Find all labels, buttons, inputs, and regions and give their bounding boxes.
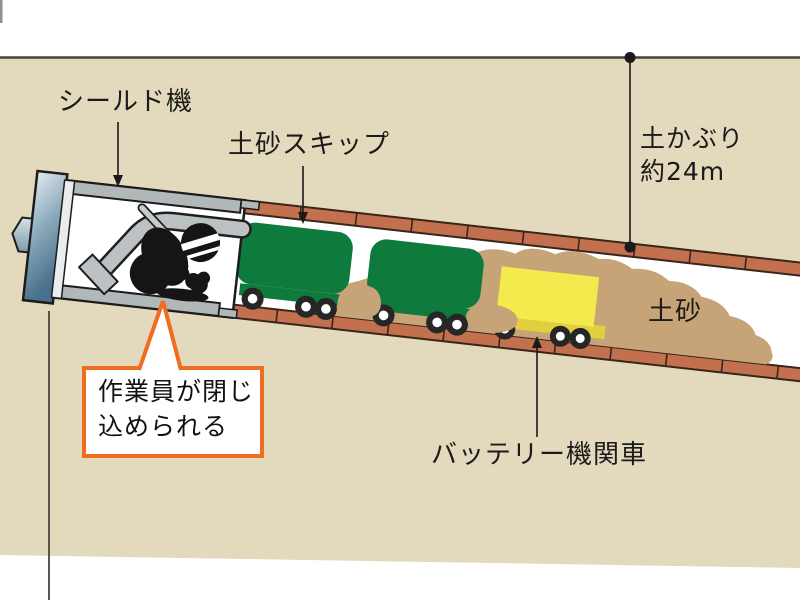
dimension-dot-top [624, 52, 636, 63]
arrow-to-locomotive [532, 336, 542, 348]
worker-icon [129, 223, 223, 302]
soil-spill-at-locomotive [465, 304, 518, 333]
label-shield-machine: シールド機 [58, 87, 194, 117]
shield-machine [11, 169, 261, 319]
tunnel-scene [11, 169, 800, 383]
callout-tail [139, 301, 181, 372]
dimension-dot-bottom [624, 241, 636, 253]
callout-text: 作業員が閉じ 込められる [98, 377, 255, 441]
corner-tick-mark [0, 0, 3, 23]
label-soil-skip: 土砂スキップ [228, 130, 391, 160]
cutter-center-bit [11, 216, 34, 254]
earth-cover-dimension [624, 52, 636, 253]
soil-spill-between-cars [337, 284, 381, 319]
arrow-to-shield-machine [113, 175, 123, 187]
skip-car-1 [235, 222, 373, 320]
arrow-to-soil-skip [298, 212, 308, 224]
skip-car-1-wheels [241, 287, 337, 320]
leader-arrows [113, 122, 542, 437]
label-soil: 土砂 [648, 297, 703, 327]
skip-car-2 [367, 239, 504, 336]
callout-box [82, 300, 264, 458]
skip-car-2-wheels [372, 304, 468, 336]
label-earth-cover: 土かぶり 約24m [640, 124, 745, 186]
label-battery-locomotive: バッテリー機関車 [431, 440, 648, 470]
